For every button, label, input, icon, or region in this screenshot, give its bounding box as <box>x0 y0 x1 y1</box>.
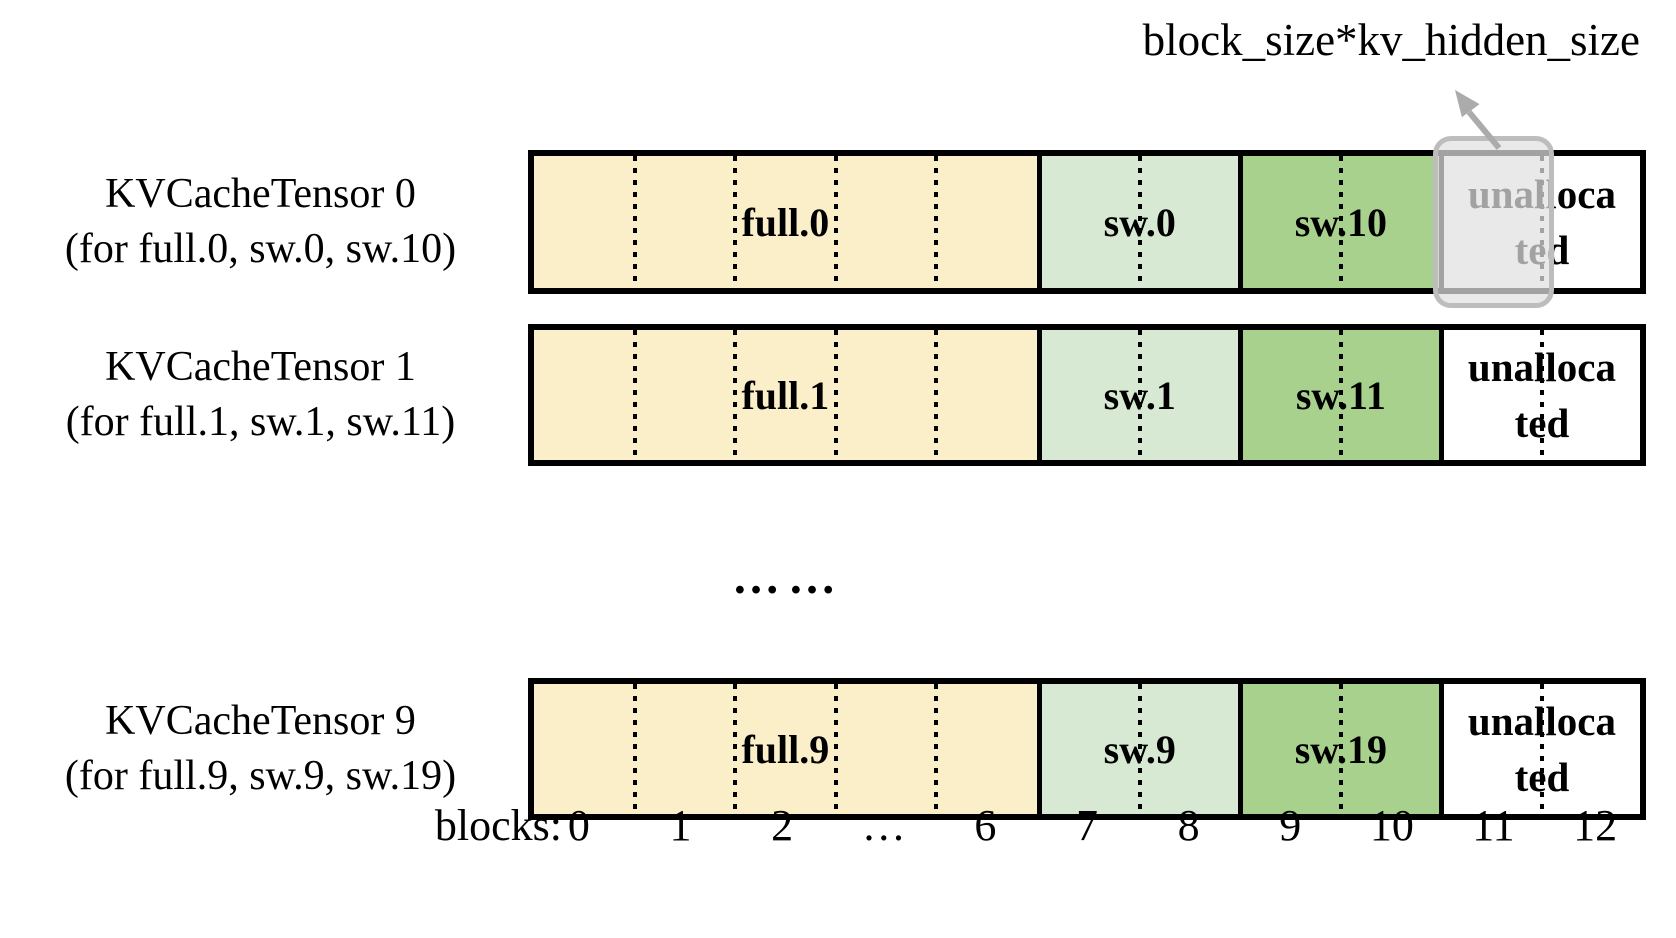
segment-label: full.9 <box>741 726 830 772</box>
axis-tick: 2 <box>771 801 794 850</box>
axis-tick: 1 <box>669 801 692 850</box>
block-divider <box>833 684 838 814</box>
tensor-row-9-label: KVCacheTensor 9 (for full.9, sw.9, sw.19… <box>8 678 513 820</box>
tensor-bar-9: full.9 sw.9 sw.19 unalloca ted <box>528 678 1646 820</box>
segment-sw-hi-9: sw.19 <box>1237 684 1439 814</box>
block-divider <box>1137 330 1142 460</box>
tensor-bar-1: full.1 sw.1 sw.11 unalloca ted <box>528 324 1646 466</box>
block-divider <box>833 330 838 460</box>
block-size-annotation: block_size*kv_hidden_size <box>1142 15 1640 65</box>
rows-ellipsis: …… <box>732 551 844 604</box>
segment-full-9: full.9 <box>534 684 1037 814</box>
block-divider <box>1338 330 1343 460</box>
block-divider <box>1338 684 1343 814</box>
axis-tick: 9 <box>1279 801 1302 850</box>
block-divider <box>632 684 637 814</box>
block-divider <box>833 156 838 288</box>
tensor-row-1-label: KVCacheTensor 1 (for full.1, sw.1, sw.11… <box>8 324 513 466</box>
block-divider <box>934 156 939 288</box>
annotation-arrow-icon <box>1455 90 1502 150</box>
axis-tick: 7 <box>1075 801 1098 850</box>
segment-label: unalloca ted <box>1467 698 1616 800</box>
block-divider <box>733 156 738 288</box>
block-divider <box>632 156 637 288</box>
segment-label: sw.10 <box>1294 199 1387 245</box>
row-title: KVCacheTensor 1 <box>105 344 416 390</box>
block-divider <box>1137 156 1142 288</box>
block-divider <box>632 330 637 460</box>
block-divider <box>1338 156 1343 288</box>
axis-tick: 11 <box>1472 801 1515 850</box>
segment-label: full.1 <box>741 372 830 418</box>
segment-full-1: full.1 <box>534 330 1037 460</box>
block-divider <box>1137 684 1142 814</box>
blocks-axis-label: blocks: <box>434 801 562 850</box>
row-title: KVCacheTensor 0 <box>105 171 416 217</box>
axis-tick: 6 <box>974 801 997 850</box>
segment-label: unalloca ted <box>1467 344 1616 446</box>
segment-label: sw.0 <box>1103 199 1176 245</box>
blocks-axis: 0 1 2 … 6 7 8 9 10 11 12 <box>528 800 1646 851</box>
segment-sw-9: sw.9 <box>1036 684 1238 814</box>
segment-label: sw.1 <box>1103 372 1176 418</box>
axis-tick: 0 <box>567 801 590 850</box>
segment-unallocated-1: unalloca ted <box>1438 330 1640 460</box>
block-divider <box>733 330 738 460</box>
block-divider <box>1539 330 1544 460</box>
segment-full-0: full.0 <box>534 156 1037 288</box>
segment-sw-hi-1: sw.11 <box>1237 330 1439 460</box>
segment-label: full.0 <box>741 199 830 245</box>
row-subtitle: (for full.0, sw.0, sw.10) <box>64 226 457 272</box>
axis-tick: … <box>861 801 906 850</box>
segment-sw-hi-0: sw.10 <box>1237 156 1439 288</box>
row-subtitle: (for full.1, sw.1, sw.11) <box>65 399 456 445</box>
axis-tick: 8 <box>1177 801 1200 850</box>
segment-sw-1: sw.1 <box>1036 330 1238 460</box>
segment-label: sw.19 <box>1294 726 1387 772</box>
segment-sw-0: sw.0 <box>1036 156 1238 288</box>
segment-label: sw.9 <box>1103 726 1176 772</box>
block-divider <box>733 684 738 814</box>
block-divider <box>934 330 939 460</box>
block-divider <box>1539 684 1544 814</box>
axis-tick: 10 <box>1369 801 1414 850</box>
row-title: KVCacheTensor 9 <box>105 698 416 744</box>
segment-unallocated-9: unalloca ted <box>1438 684 1640 814</box>
axis-tick: 12 <box>1573 801 1618 850</box>
block-divider <box>934 684 939 814</box>
tensor-row-0-label: KVCacheTensor 0 (for full.0, sw.0, sw.10… <box>8 150 513 294</box>
segment-label: sw.11 <box>1295 372 1386 418</box>
row-subtitle: (for full.9, sw.9, sw.19) <box>64 753 457 799</box>
